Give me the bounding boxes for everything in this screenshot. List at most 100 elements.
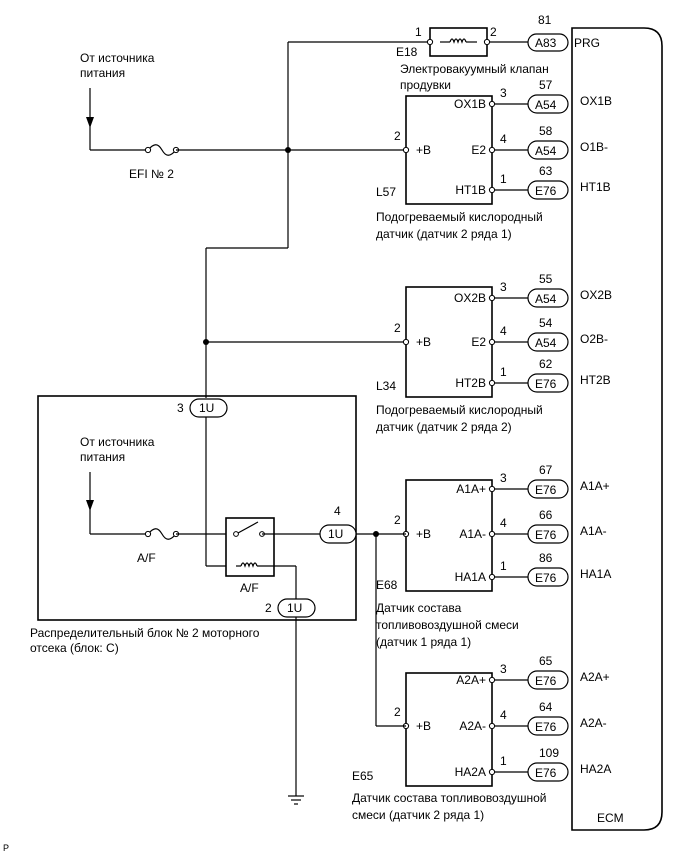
ecm-connector-label: A54 (535, 98, 557, 112)
ecm-signal-name: HT1B (580, 180, 611, 194)
ecm-pin-number: 109 (539, 746, 559, 760)
ecm-pin-number: 62 (539, 357, 553, 371)
ecm-signal-name: A2A- (580, 716, 607, 730)
ecm-connector-label: A54 (535, 336, 557, 350)
sensor-ref: L34 (376, 379, 396, 393)
ecm-signal-name: A1A- (580, 524, 607, 538)
relay-coil-label: A/F (240, 581, 259, 595)
corner-mark: P (3, 843, 9, 853)
ecm-signal-name: O2B- (580, 332, 608, 346)
relay-block-label-2: отсека (блок: C) (30, 641, 119, 655)
sensor-ref: E65 (352, 769, 374, 783)
sensor-plus-pin: 2 (394, 705, 401, 719)
ecm-pin-number: 66 (539, 508, 553, 522)
sensor-desc-2: смеси (датчик 2 ряда 1) (352, 808, 484, 822)
ecm-connector-label: E76 (535, 184, 557, 198)
relay-source-1: От источника (80, 435, 155, 449)
ecm-block (571, 27, 663, 831)
sensor-pin: 4 (500, 132, 507, 146)
ecm-connector (527, 140, 569, 160)
ecm-signal-name: OX2B (580, 288, 612, 302)
efi-fuse-label: EFI № 2 (129, 167, 174, 181)
ecm-pin-number: 64 (539, 700, 553, 714)
ecm-connector-label: E76 (535, 720, 557, 734)
relay-c2-pin: 2 (265, 601, 272, 615)
ecm-signal-name: HT2B (580, 373, 611, 387)
sensor-plus-label: +B (416, 719, 431, 733)
purge-valve: 1 2 E18 Электровакуумный клапан продувки… (396, 13, 600, 92)
sensor-desc-1: Подогреваемый кислородный (376, 210, 543, 224)
sensor-plus-pin: 2 (394, 129, 401, 143)
relay-fuse-label: A/F (137, 551, 156, 565)
ecm-pin-number: 63 (539, 164, 553, 178)
sensor-ref: L57 (376, 185, 396, 199)
ecm-signal-name: A2A+ (580, 670, 610, 684)
ecm-connector (527, 373, 569, 393)
efi-feed: От источника питания EFI № 2 (80, 41, 430, 398)
ecm-connector-label: E76 (535, 674, 557, 688)
purge-ecm-connector (527, 33, 569, 52)
sensor-terminal-label: E2 (471, 335, 486, 349)
sensor-desc-2: датчик (датчик 2 ряда 1) (376, 227, 512, 241)
ecm-pin-number: 86 (539, 551, 553, 565)
sensor-ref: E68 (376, 578, 398, 592)
sensor-terminal-label: E2 (471, 143, 486, 157)
sensor-plus-pin: 2 (394, 321, 401, 335)
sensor-desc-2: топливовоздушной смеси (376, 618, 519, 632)
purge-ref: E18 (396, 45, 418, 59)
sensor-desc-1: Датчик состава (376, 601, 462, 615)
ecm-connector (527, 716, 569, 736)
ecm-signal-name: O1B- (580, 140, 608, 154)
relay-c3-pin: 3 (177, 401, 184, 415)
ecm-signal-name: OX1B (580, 94, 612, 108)
purge-pin1: 1 (415, 25, 422, 39)
ecm-connector-label: E76 (535, 766, 557, 780)
ecm-label: ECM (597, 811, 624, 825)
sensor-pin: 3 (500, 86, 507, 100)
ecm-signal-name: HA2A (580, 762, 611, 776)
relay-block-label-1: Распределительный блок № 2 моторного (30, 626, 260, 640)
ecm-signal-name: HA1A (580, 567, 611, 581)
ecm-connector (527, 479, 569, 499)
efi-source-label-2: питания (80, 66, 125, 80)
ecm-connector-label: E76 (535, 377, 557, 391)
relay-c2-conn: 1U (287, 601, 302, 615)
purge-desc-1: Электровакуумный клапан (400, 62, 549, 76)
sensor-terminal-label: A2A+ (456, 673, 486, 687)
ecm-connector-label: A54 (535, 292, 557, 306)
purge-conn: A83 (535, 36, 557, 50)
relay-c4-conn: 1U (328, 527, 343, 541)
sensor-pin: 1 (500, 754, 507, 768)
ecm-connector (527, 762, 569, 782)
ecm-pin-number: 55 (539, 272, 553, 286)
sensor-pin: 1 (500, 559, 507, 573)
ecm-pin-number: 65 (539, 654, 553, 668)
ecm-connector (527, 180, 569, 200)
ecm-connector-label: A54 (535, 144, 557, 158)
sensor-terminal-label: HA1A (455, 570, 486, 584)
purge-pin2: 2 (490, 25, 497, 39)
ecm-pin-number: 54 (539, 316, 553, 330)
sensor-pin: 3 (500, 662, 507, 676)
relay-source-2: питания (80, 450, 125, 464)
sensor-plus-pin: 2 (394, 513, 401, 527)
ecm-connector-label: E76 (535, 528, 557, 542)
sensor-terminal-label: HA2A (455, 765, 486, 779)
sensor-pin: 1 (500, 172, 507, 186)
sensor-terminal-label: HT1B (455, 183, 486, 197)
sensor-terminal-label: A2A- (459, 719, 486, 733)
relay-c3-conn: 1U (199, 401, 214, 415)
sensor-terminal-label: A1A+ (456, 482, 486, 496)
ecm-pin-number: 67 (539, 463, 553, 477)
ecm-connector (527, 567, 569, 587)
sensor-pin: 4 (500, 708, 507, 722)
ecm-connector (527, 670, 569, 690)
sensor-pin: 4 (500, 324, 507, 338)
efi-source-label-1: От источника (80, 51, 155, 65)
